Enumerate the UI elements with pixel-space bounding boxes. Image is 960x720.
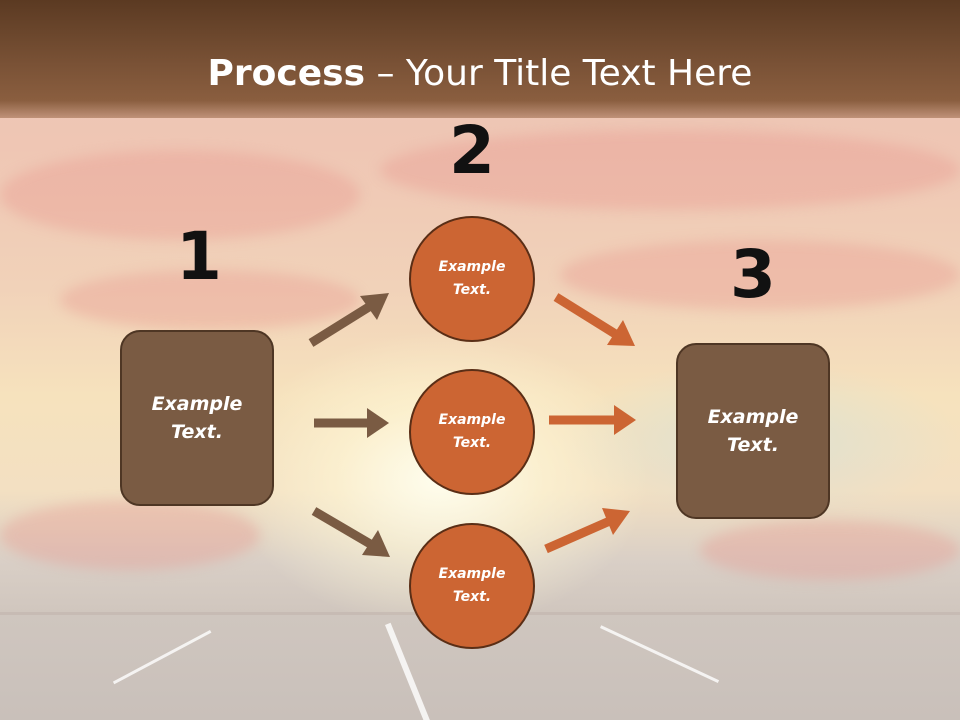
cloud [560, 240, 960, 310]
cloud [0, 150, 360, 240]
cloud [380, 130, 960, 210]
step-number-1: 1 [176, 218, 222, 295]
step-number-2: 2 [449, 112, 495, 189]
arrow-left-middle [314, 408, 389, 438]
arrow-left-down [311, 507, 390, 557]
circle-bottom-text: Example Text. [438, 566, 506, 605]
right-box[interactable]: Example Text. [676, 343, 830, 519]
cloud [60, 270, 360, 330]
left-box-text: Example Text. [151, 393, 243, 443]
title-bold: Process [207, 53, 366, 94]
arrow-right-down [544, 508, 630, 554]
arrow-left-up [308, 293, 389, 347]
circle-top[interactable]: Example Text. [409, 216, 535, 342]
right-box-text: Example Text. [707, 406, 799, 456]
left-box[interactable]: Example Text. [120, 330, 274, 506]
title-rest: – Your Title Text Here [365, 53, 753, 94]
cloud [700, 520, 960, 580]
slide-title: Process – Your Title Text Here [0, 52, 960, 96]
step-number-3: 3 [730, 236, 776, 313]
circle-bottom[interactable]: Example Text. [409, 523, 535, 649]
circle-middle-text: Example Text. [438, 412, 506, 451]
arrow-right-middle [549, 405, 636, 435]
arrow-right-up [553, 293, 635, 346]
circle-top-text: Example Text. [438, 259, 506, 298]
title-band [0, 0, 960, 118]
cloud [0, 500, 260, 570]
circle-middle[interactable]: Example Text. [409, 369, 535, 495]
